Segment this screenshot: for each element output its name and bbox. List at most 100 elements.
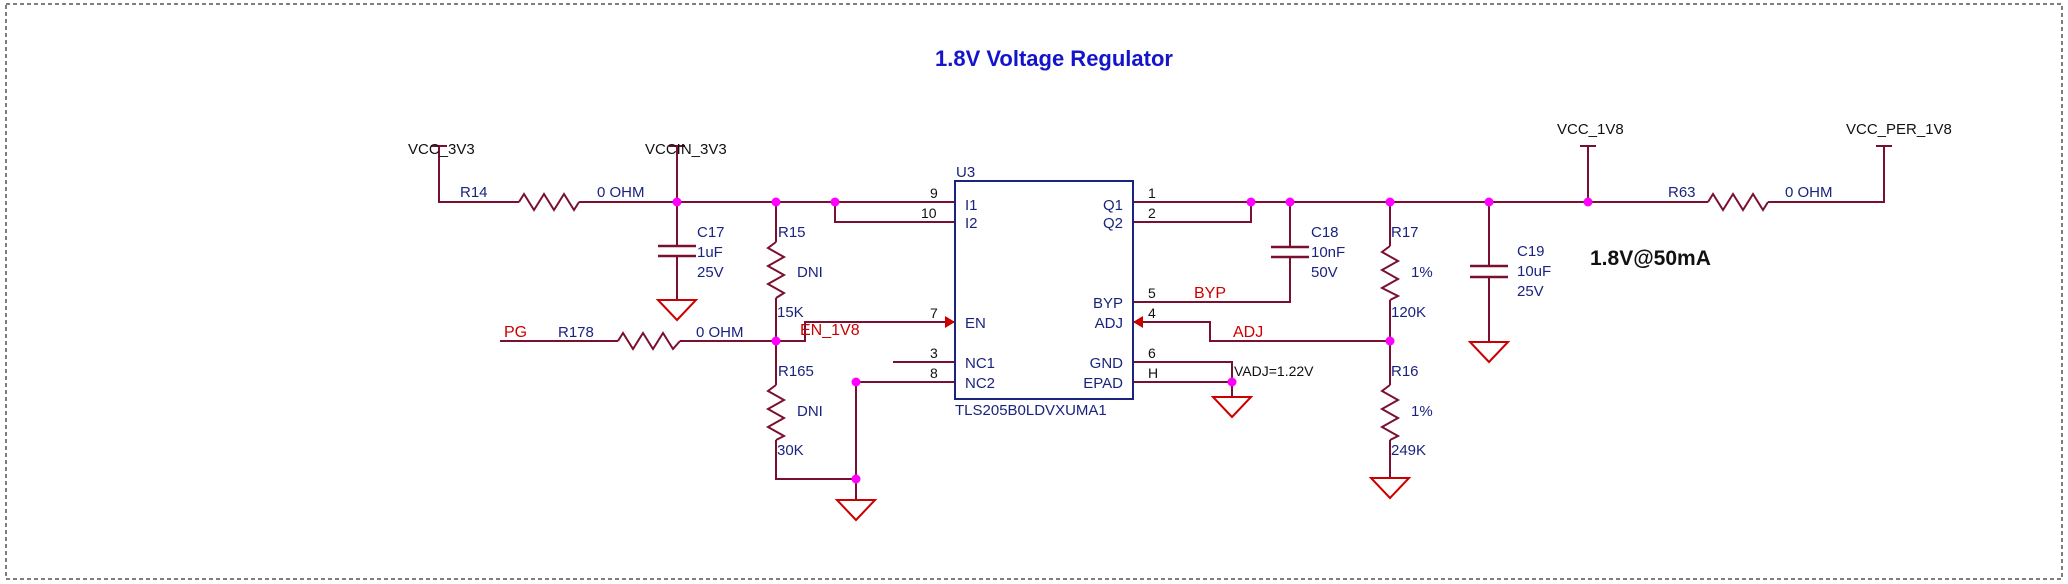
r17-body xyxy=(1379,245,1401,301)
r63-body xyxy=(1707,192,1769,212)
wire-c18-bottom xyxy=(1133,257,1291,303)
r165-ref: R165 xyxy=(778,363,814,380)
gnd-nc xyxy=(834,499,878,522)
r63-ref: R63 xyxy=(1668,184,1696,201)
wires xyxy=(438,146,1885,500)
r178-body xyxy=(617,331,681,351)
power-labels: VCC_3V3 VCCIN_3V3 VCC_1V8 VCC_PER_1V8 xyxy=(408,121,1952,158)
pin-name-nc1: NC1 xyxy=(965,355,995,372)
pin-num-8: 8 xyxy=(930,365,938,381)
net-labels: PG EN_1V8 BYP ADJ xyxy=(504,285,1263,341)
label-vcc-3v3: VCC_3V3 xyxy=(408,141,475,158)
wire-r63-right xyxy=(1768,146,1885,203)
schematic-title: 1.8V Voltage Regulator xyxy=(935,46,1173,71)
pin-name-q2: Q2 xyxy=(1103,215,1123,232)
wire-adj xyxy=(1133,321,1390,342)
pin-num-5: 5 xyxy=(1148,285,1156,301)
r16-body xyxy=(1379,384,1401,441)
pin-num-4: 4 xyxy=(1148,305,1156,321)
label-vcc-per-1v8: VCC_PER_1V8 xyxy=(1846,121,1952,138)
pin-name-epad: EPAD xyxy=(1083,375,1123,392)
junction xyxy=(1227,377,1237,387)
ic-ref: U3 xyxy=(956,164,975,181)
label-vccin-3v3: VCCIN_3V3 xyxy=(645,141,727,158)
pin-name-q1: Q1 xyxy=(1103,197,1123,214)
r14-value: 0 OHM xyxy=(597,184,645,201)
r165-note: DNI xyxy=(797,403,823,420)
net-label-pg: PG xyxy=(504,324,527,341)
r15-body xyxy=(765,241,787,299)
pin-num-h: H xyxy=(1148,365,1158,381)
junction xyxy=(830,197,840,207)
r16-value: 249K xyxy=(1391,442,1426,459)
r14-ref: R14 xyxy=(460,184,488,201)
current-rating-note: 1.8V@50mA xyxy=(1590,247,1711,270)
component-labels: R14 0 OHM R63 0 OHM R178 0 OHM R15 DNI 1… xyxy=(460,184,1833,459)
wire-en-bus xyxy=(776,321,955,342)
pin-name-i2: I2 xyxy=(965,215,978,232)
ic-left-pin-names: I1 I2 EN NC1 NC2 xyxy=(965,197,995,392)
ic-pin-numbers: 9 10 7 3 8 1 2 5 4 6 H xyxy=(921,185,1158,381)
r16-note: 1% xyxy=(1411,403,1433,420)
junction xyxy=(1285,197,1295,207)
junction xyxy=(1385,197,1395,207)
c17-ref: C17 xyxy=(697,224,725,241)
gnd-epad xyxy=(1210,396,1254,419)
junction xyxy=(1484,197,1494,207)
c17-voltage: 25V xyxy=(697,264,724,281)
capacitor-bodies xyxy=(658,244,1508,279)
wire-q2-tie xyxy=(1133,202,1252,223)
junction xyxy=(672,197,682,207)
gnd-c19 xyxy=(1467,341,1511,364)
pin-num-9: 9 xyxy=(930,185,938,201)
r17-ref: R17 xyxy=(1391,224,1419,241)
wire-epad-pin xyxy=(1133,381,1233,397)
junction xyxy=(771,336,781,346)
ic-right-pin-names: Q1 Q2 BYP ADJ GND EPAD xyxy=(1083,197,1123,392)
junction xyxy=(771,197,781,207)
pin-num-7: 7 xyxy=(930,305,938,321)
pin-arrows xyxy=(945,316,1143,328)
ground-symbols xyxy=(655,299,1511,522)
junction xyxy=(1583,197,1593,207)
gnd-r16 xyxy=(1368,477,1412,500)
pin-num-2: 2 xyxy=(1148,205,1156,221)
c17-value: 1uF xyxy=(697,244,723,261)
net-label-byp: BYP xyxy=(1194,285,1226,302)
wire-r165-bottom xyxy=(775,440,856,480)
r15-ref: R15 xyxy=(778,224,806,241)
pin-num-10: 10 xyxy=(921,205,937,221)
junction xyxy=(851,377,861,387)
label-vcc-1v8: VCC_1V8 xyxy=(1557,121,1624,138)
pin-name-byp: BYP xyxy=(1093,295,1123,312)
ic-part-number: TLS205B0LDVXUMA1 xyxy=(955,402,1107,419)
r178-ref: R178 xyxy=(558,324,594,341)
pin-num-1: 1 xyxy=(1148,185,1156,201)
r17-value: 120K xyxy=(1391,304,1426,321)
resistor-bodies xyxy=(518,192,1769,441)
junctions xyxy=(672,197,1593,484)
r15-value: 15K xyxy=(777,304,804,321)
r14-body xyxy=(518,192,580,212)
r15-note: DNI xyxy=(797,264,823,281)
r165-body xyxy=(765,384,787,441)
pin-name-nc2: NC2 xyxy=(965,375,995,392)
r63-value: 0 OHM xyxy=(1785,184,1833,201)
r165-value: 30K xyxy=(777,442,804,459)
pin-num-3: 3 xyxy=(930,345,938,361)
sheet-border xyxy=(5,3,2063,580)
r17-note: 1% xyxy=(1411,264,1433,281)
pin-num-6: 6 xyxy=(1148,345,1156,361)
pin-name-gnd: GND xyxy=(1090,355,1124,372)
c18-voltage: 50V xyxy=(1311,264,1338,281)
arrow-adj-in xyxy=(1133,316,1143,328)
r178-value: 0 OHM xyxy=(696,324,744,341)
c18-ref: C18 xyxy=(1311,224,1339,241)
net-label-adj: ADJ xyxy=(1233,324,1263,341)
pin-name-i1: I1 xyxy=(965,197,978,214)
r16-ref: R16 xyxy=(1391,363,1419,380)
wire-i2-tie xyxy=(834,202,955,223)
pin-name-en: EN xyxy=(965,315,986,332)
net-label-en-1v8: EN_1V8 xyxy=(800,322,860,339)
